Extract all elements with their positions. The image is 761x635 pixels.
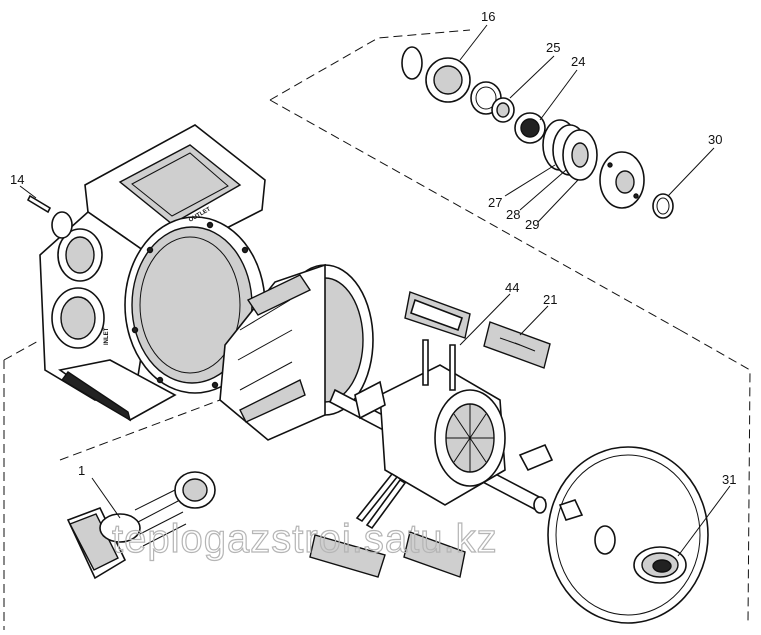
watermark-text: teplogazstroi.satu.kz xyxy=(112,517,498,561)
callout-labels: 16 25 24 30 14 27 28 29 44 21 1 31 xyxy=(10,9,736,487)
part-44-vanes xyxy=(404,291,471,339)
part-24-seal xyxy=(514,112,546,144)
callout-44: 44 xyxy=(505,280,519,295)
callout-30: 30 xyxy=(708,132,722,147)
callout-14: 14 xyxy=(10,172,24,187)
callout-27: 27 xyxy=(488,195,502,210)
part-31-head-cover xyxy=(547,446,709,624)
rotor-shaft-assembly xyxy=(328,339,554,530)
callout-24: 24 xyxy=(571,54,585,69)
assembly-boundary-lines xyxy=(3,29,751,630)
part-16-bearing xyxy=(401,46,502,115)
end-cover-plate xyxy=(599,151,645,209)
callout-29: 29 xyxy=(525,217,539,232)
callout-28: 28 xyxy=(506,207,520,222)
callout-25: 25 xyxy=(546,40,560,55)
cylinder-liner xyxy=(219,263,374,441)
pump-casing: OUTLET INLET xyxy=(39,124,266,422)
part-21-vanes xyxy=(483,321,551,369)
inlet-stamp: INLET xyxy=(104,327,110,345)
callout-16: 16 xyxy=(481,9,495,24)
part-1-relief-valve xyxy=(66,471,216,580)
callout-21: 21 xyxy=(543,292,557,307)
callout-31: 31 xyxy=(722,472,736,487)
part-14-pin xyxy=(26,194,52,214)
parts-27-28-29-seal-pack xyxy=(542,119,598,181)
callout-leaders xyxy=(19,24,731,557)
part-25-ring xyxy=(491,97,515,123)
callout-1: 1 xyxy=(78,463,85,478)
part-30-oring xyxy=(652,193,674,219)
loose-vanes xyxy=(309,531,466,578)
